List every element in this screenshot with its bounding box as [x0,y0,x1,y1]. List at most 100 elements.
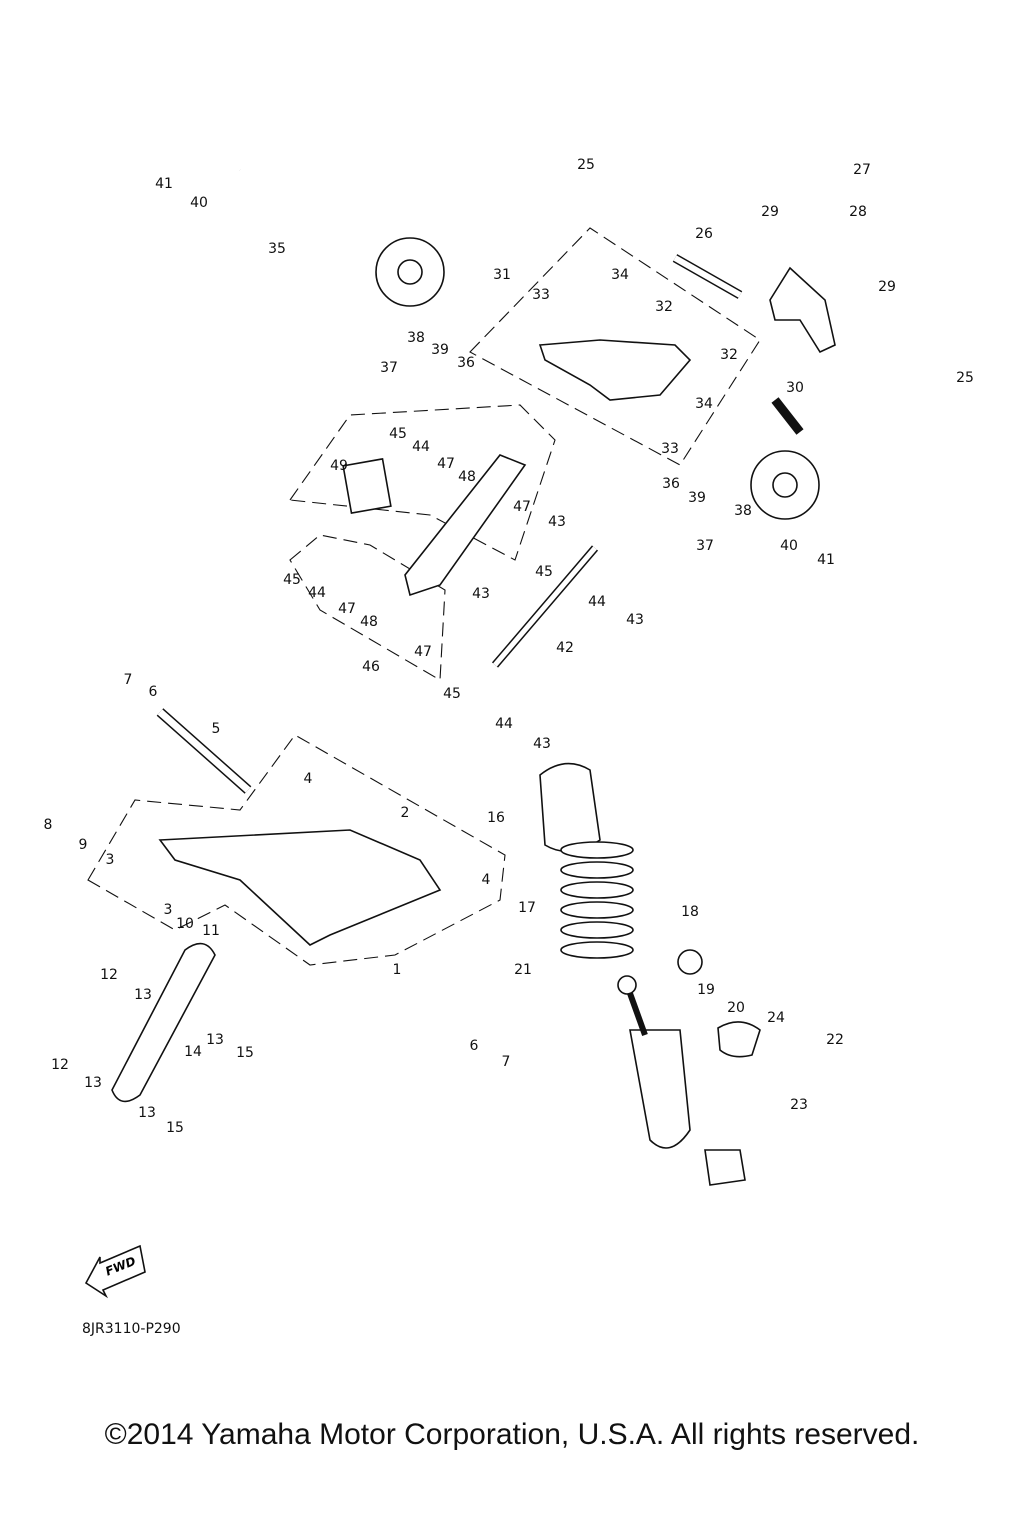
callout-39: 39 [431,342,449,358]
callout-48: 48 [458,469,476,485]
rear-shock [629,1029,691,1149]
callout-9: 9 [79,837,88,853]
callout-2: 2 [401,805,410,821]
callout-13: 13 [134,987,152,1003]
callout-20: 20 [727,1000,745,1016]
callout-30: 30 [786,380,804,396]
callout-10: 10 [176,916,194,932]
parts-shapes: FWD [84,165,836,1299]
callout-47: 47 [513,499,531,515]
callout-7: 7 [502,1054,511,1070]
lower-arm [158,829,442,946]
callout-29: 29 [878,279,896,295]
bracket [769,266,836,354]
callout-12: 12 [100,967,118,983]
callout-44: 44 [412,439,430,455]
dashed-group-outlines [87,227,761,966]
callout-11: 11 [202,923,220,939]
callout-37: 37 [696,538,714,554]
callout-13: 13 [138,1105,156,1121]
callout-4: 4 [304,771,313,787]
diagram-code: 8JR3110-P290 [82,1321,181,1337]
callout-29: 29 [761,204,779,220]
callout-41: 41 [155,176,173,192]
callout-44: 44 [588,594,606,610]
callout-36: 36 [457,355,475,371]
callout-3: 3 [164,902,173,918]
callout-1: 1 [393,962,402,978]
callout-13: 13 [206,1032,224,1048]
callout-34: 34 [695,396,713,412]
bumper [539,762,601,853]
callout-15: 15 [166,1120,184,1136]
callout-49: 49 [330,458,348,474]
callout-15: 15 [236,1045,254,1061]
upper-arm [538,339,692,401]
callout-33: 33 [661,441,679,457]
callout-35: 35 [268,241,286,257]
callout-33: 33 [532,287,550,303]
callout-45: 45 [283,572,301,588]
callout-37: 37 [380,360,398,376]
callout-40: 40 [190,195,208,211]
callout-46: 46 [362,659,380,675]
callout-42: 42 [556,640,574,656]
callout-38: 38 [734,503,752,519]
callout-47: 47 [338,601,356,617]
callout-39: 39 [688,490,706,506]
link-plate [111,942,216,1103]
callout-12: 12 [51,1057,69,1073]
callout-4: 4 [482,872,491,888]
callout-47: 47 [437,456,455,472]
callout-6: 6 [149,684,158,700]
callout-7: 7 [124,672,133,688]
copyright-notice: ©2014 Yamaha Motor Corporation, U.S.A. A… [104,1418,920,1451]
group-31-outline [469,227,761,466]
callout-3: 3 [106,852,115,868]
callout-34: 34 [611,267,629,283]
callout-18: 18 [681,904,699,920]
callout-38: 38 [407,330,425,346]
callout-48: 48 [360,614,378,630]
group-46-outline [289,534,446,681]
callout-45: 45 [535,564,553,580]
callout-44: 44 [495,716,513,732]
callout-43: 43 [472,586,490,602]
callout-25: 25 [956,370,974,386]
front-shock [404,454,527,597]
callout-36: 36 [662,476,680,492]
callout-27: 27 [853,162,871,178]
spring [560,841,634,959]
callout-8: 8 [44,817,53,833]
callout-25: 25 [577,157,595,173]
callout-5: 5 [212,721,221,737]
callout-17: 17 [518,900,536,916]
callout-43: 43 [626,612,644,628]
group-1-outline [87,734,506,966]
callout-22: 22 [826,1032,844,1048]
callout-32: 32 [655,299,673,315]
callout-14: 14 [184,1044,202,1060]
callout-32: 32 [720,347,738,363]
forward-arrow-icon: FWD [84,1244,146,1299]
callout-43: 43 [533,736,551,752]
callout-26: 26 [695,226,713,242]
callout-41: 41 [817,552,835,568]
callout-13: 13 [84,1075,102,1091]
callout-6: 6 [470,1038,479,1054]
callout-28: 28 [849,204,867,220]
callout-43: 43 [548,514,566,530]
callout-40: 40 [780,538,798,554]
callout-45: 45 [389,426,407,442]
callout-16: 16 [487,810,505,826]
callout-31: 31 [493,267,511,283]
callout-21: 21 [514,962,532,978]
callout-44: 44 [308,585,326,601]
callout-24: 24 [767,1010,785,1026]
callout-19: 19 [697,982,715,998]
callout-47: 47 [414,644,432,660]
callout-23: 23 [790,1097,808,1113]
group-49-outline [289,404,556,561]
